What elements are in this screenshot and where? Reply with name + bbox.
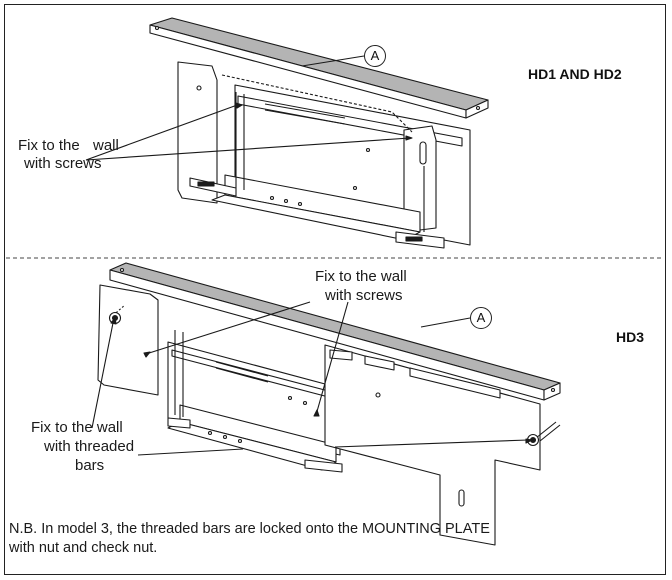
fix-wall-screws-label-top-line2: with screws xyxy=(24,155,102,172)
fix-wall-bars-label-line3: bars xyxy=(75,457,105,474)
bottom-left-bracket xyxy=(97,284,159,396)
fix-wall-screws-label-bottom-line2: with screws xyxy=(325,287,403,304)
callout-a-bottom: A xyxy=(470,307,492,329)
model-label-hd1-hd2: HD1 AND HD2 xyxy=(528,66,622,82)
fix-wall-screws-label-top-line1b: wall xyxy=(93,137,119,154)
fix-wall-bars-label-line2: with threaded xyxy=(44,438,135,455)
top-left-bracket xyxy=(177,61,218,204)
fix-wall-screws-label-top-line1: Fix to the xyxy=(18,137,80,154)
footnote-line2: with nut and check nut. xyxy=(9,540,158,556)
bottom-assembly xyxy=(91,262,561,546)
callout-a-top: A xyxy=(364,45,386,67)
footnote-line1: N.B. In model 3, the threaded bars are l… xyxy=(9,521,490,537)
model-label-hd3: HD3 xyxy=(616,329,645,345)
footnote: N.B. In model 3, the threaded bars are l… xyxy=(9,520,649,558)
fix-wall-bars-label-line1: Fix to the wall xyxy=(31,419,123,436)
fix-wall-screws-label-bottom-line1: Fix to the wall xyxy=(315,268,407,285)
top-assembly xyxy=(85,17,489,249)
